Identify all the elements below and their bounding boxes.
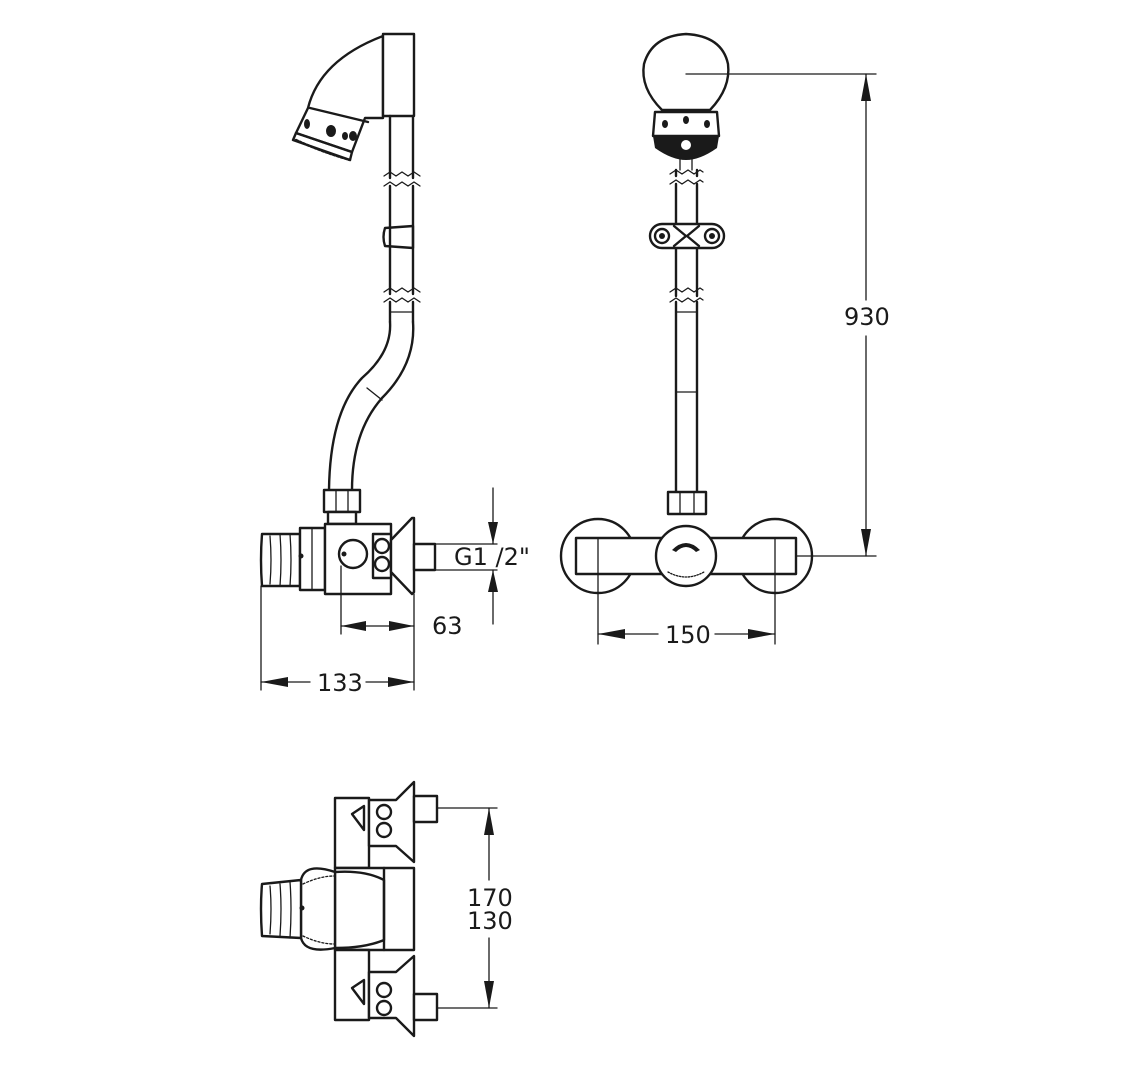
front-nut <box>666 490 708 516</box>
dim-connection-thread-label: G1 /2" <box>454 543 530 571</box>
top-upper-inlet <box>333 780 439 870</box>
dim-center-distance-label: 150 <box>665 621 711 649</box>
front-shower-head <box>642 32 730 171</box>
front-mixer-body <box>559 517 814 595</box>
side-slide-rail <box>382 114 421 324</box>
side-valve-body <box>259 516 437 596</box>
dim-total-depth: 133 <box>260 585 415 697</box>
dim-shower-height-label: 930 <box>844 303 890 331</box>
side-shower-head <box>291 32 416 162</box>
front-rail-bracket <box>648 222 726 250</box>
dim-inlet-spacing: 170 130 <box>436 807 513 1009</box>
dim-center-distance: 150 <box>597 573 776 649</box>
side-nut <box>322 488 362 526</box>
dim-connection-thread: G1 /2" <box>434 487 530 625</box>
dim-inlet-spacing-min-label: 130 <box>467 907 513 935</box>
front-slide-rail <box>669 168 704 494</box>
front-view: 150 930 <box>559 32 890 649</box>
top-lower-inlet <box>333 948 439 1038</box>
top-view: 170 130 <box>259 780 513 1038</box>
dim-total-depth-label: 133 <box>317 669 363 697</box>
dim-wall-to-axis: 63 <box>340 565 463 691</box>
dim-shower-height: 930 <box>685 73 890 557</box>
top-body <box>259 866 416 952</box>
dim-inlet-spacing-max-label: 170 <box>467 884 513 912</box>
dim-wall-to-axis-label: 63 <box>432 612 463 640</box>
side-curved-pipe <box>327 320 415 492</box>
side-view: G1 /2" 63 133 <box>259 32 530 697</box>
